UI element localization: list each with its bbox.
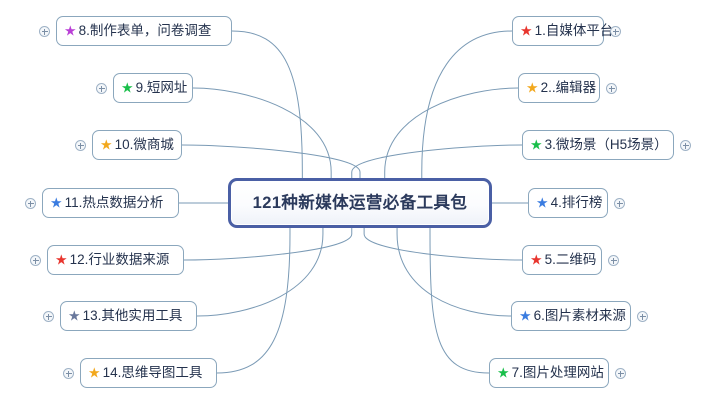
star-icon: ★ <box>88 364 101 381</box>
connector-line <box>196 228 324 317</box>
leaf-node-2[interactable]: ★2..编辑器 <box>518 73 600 103</box>
leaf-node-label: 10.微商城 <box>114 137 174 153</box>
connector-line <box>351 144 523 178</box>
leaf-node-label: 12.行业数据来源 <box>69 252 170 268</box>
leaf-node-label: 4.排行榜 <box>550 195 603 211</box>
expand-node-8-plus-circle-icon[interactable] <box>39 26 50 37</box>
central-topic-label: 121种新媒体运营必备工具包 <box>252 193 468 212</box>
leaf-node-label: 7.图片处理网站 <box>511 365 604 381</box>
leaf-node-label: 13.其他实用工具 <box>82 308 183 324</box>
leaf-node-label: 1.自媒体平台 <box>534 23 614 39</box>
expand-node-4-plus-circle-icon[interactable] <box>614 198 625 209</box>
leaf-node-4[interactable]: ★4.排行榜 <box>528 188 608 218</box>
leaf-node-label: 9.短网址 <box>135 80 188 96</box>
connector-line <box>216 228 291 374</box>
leaf-node-label: 5.二维码 <box>544 252 597 268</box>
leaf-node-3[interactable]: ★3.微场景（H5场景） <box>522 130 674 160</box>
star-icon: ★ <box>64 22 77 39</box>
star-icon: ★ <box>121 79 134 96</box>
leaf-node-label: 8.制作表单，问卷调查 <box>78 23 212 39</box>
connector-line <box>421 30 513 178</box>
leaf-node-5[interactable]: ★5.二维码 <box>522 245 602 275</box>
connector-line <box>384 87 519 178</box>
leaf-node-9[interactable]: ★9.短网址 <box>113 73 193 103</box>
expand-node-13-plus-circle-icon[interactable] <box>43 311 54 322</box>
connector-line <box>183 228 353 261</box>
leaf-node-8[interactable]: ★8.制作表单，问卷调查 <box>56 16 232 46</box>
leaf-node-label: 3.微场景（H5场景） <box>544 137 668 153</box>
star-icon: ★ <box>530 136 543 153</box>
leaf-node-label: 11.热点数据分析 <box>64 195 164 211</box>
expand-node-9-plus-circle-icon[interactable] <box>96 83 107 94</box>
star-icon: ★ <box>519 307 532 324</box>
connector-line <box>396 228 512 317</box>
leaf-node-14[interactable]: ★14.思维导图工具 <box>80 358 217 388</box>
leaf-node-label: 6.图片素材来源 <box>533 308 626 324</box>
star-icon: ★ <box>497 364 510 381</box>
star-icon: ★ <box>68 307 81 324</box>
leaf-node-11[interactable]: ★11.热点数据分析 <box>42 188 179 218</box>
expand-node-2-plus-circle-icon[interactable] <box>606 83 617 94</box>
expand-node-3-plus-circle-icon[interactable] <box>680 140 691 151</box>
connector-line <box>181 144 361 178</box>
leaf-node-6[interactable]: ★6.图片素材来源 <box>511 301 631 331</box>
star-icon: ★ <box>100 136 113 153</box>
expand-node-11-plus-circle-icon[interactable] <box>25 198 36 209</box>
expand-node-10-plus-circle-icon[interactable] <box>75 140 86 151</box>
expand-node-5-plus-circle-icon[interactable] <box>608 255 619 266</box>
expand-node-14-plus-circle-icon[interactable] <box>63 368 74 379</box>
star-icon: ★ <box>50 194 63 211</box>
leaf-node-7[interactable]: ★7.图片处理网站 <box>489 358 609 388</box>
leaf-node-label: 2..编辑器 <box>540 80 597 96</box>
expand-node-12-plus-circle-icon[interactable] <box>30 255 41 266</box>
leaf-node-13[interactable]: ★13.其他实用工具 <box>60 301 197 331</box>
central-topic-node[interactable]: 121种新媒体运营必备工具包 <box>228 178 492 228</box>
leaf-node-12[interactable]: ★12.行业数据来源 <box>47 245 184 275</box>
expand-node-1-plus-circle-icon[interactable] <box>610 26 621 37</box>
leaf-node-label: 14.思维导图工具 <box>102 365 203 381</box>
expand-node-6-plus-circle-icon[interactable] <box>637 311 648 322</box>
star-icon: ★ <box>55 251 68 268</box>
star-icon: ★ <box>536 194 549 211</box>
star-icon: ★ <box>520 22 533 39</box>
leaf-node-10[interactable]: ★10.微商城 <box>92 130 182 160</box>
leaf-node-1[interactable]: ★1.自媒体平台 <box>512 16 613 46</box>
connector-line <box>429 228 490 374</box>
star-icon: ★ <box>526 79 539 96</box>
star-icon: ★ <box>530 251 543 268</box>
expand-node-7-plus-circle-icon[interactable] <box>615 368 626 379</box>
connector-line <box>231 30 303 178</box>
connector-line <box>192 87 332 178</box>
connector-line <box>363 228 523 261</box>
